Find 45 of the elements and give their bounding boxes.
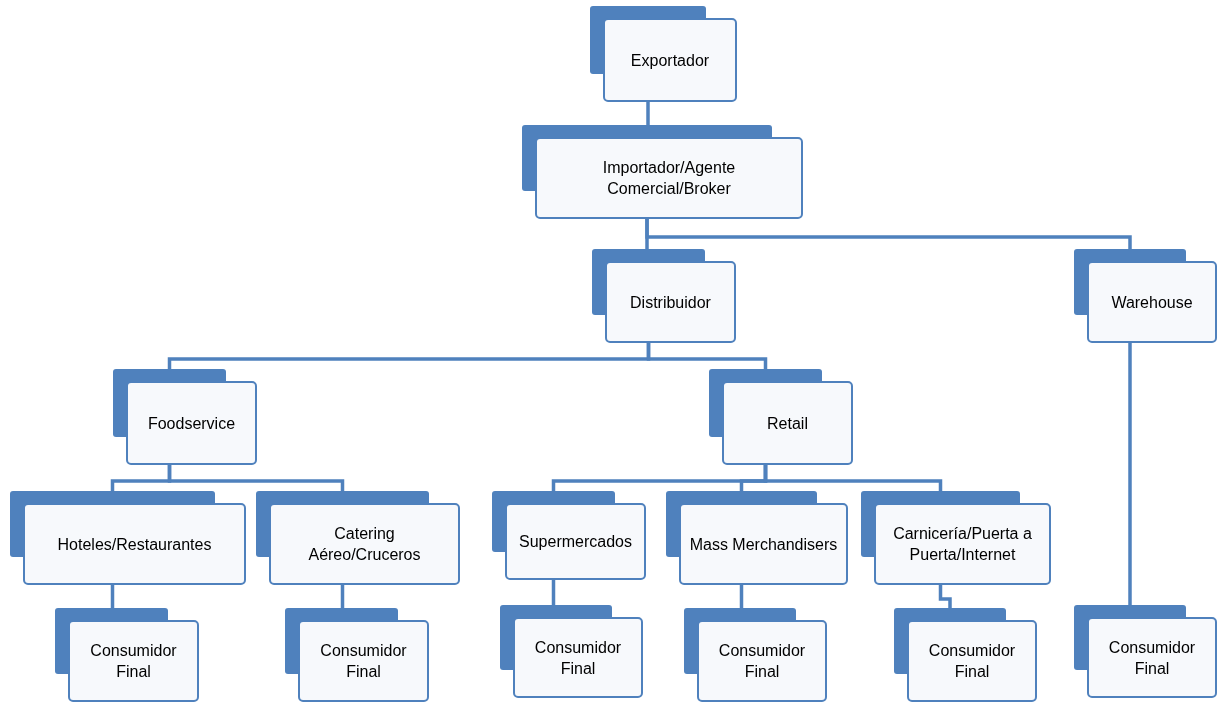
- connector-line: [340, 585, 345, 608]
- connector-line: [739, 585, 744, 608]
- node-box: [603, 18, 737, 102]
- connector-line: [110, 585, 115, 608]
- node-label: Exportador: [630, 50, 710, 71]
- connector-line: [763, 465, 943, 491]
- node-label: Importador/Agente Comercial/Broker: [601, 158, 737, 199]
- node-label: Warehouse: [1111, 292, 1193, 313]
- connector-line: [646, 343, 768, 369]
- node-box: [874, 503, 1051, 585]
- node-label: Hoteles/Restaurantes: [57, 534, 212, 555]
- node-label: Catering Aéreo/Cruceros: [307, 524, 422, 565]
- node-box: [269, 503, 460, 585]
- node-box: [535, 137, 803, 219]
- node-label: Consumidor Final: [533, 637, 623, 679]
- node-box: [505, 503, 646, 580]
- node-box: [907, 620, 1037, 702]
- node-box: [1087, 261, 1217, 343]
- node-label: Distribuidor: [630, 292, 711, 313]
- node-box: [68, 620, 199, 702]
- node-box: [126, 381, 257, 465]
- node-label: Consumidor Final: [927, 641, 1017, 682]
- node-label: Carnicería/Puerta a Puerta/Internet: [892, 524, 1033, 565]
- node-label: Consumidor Final: [89, 641, 178, 682]
- node-box: [722, 381, 853, 465]
- node-box: [513, 617, 643, 698]
- node-box: [679, 503, 848, 585]
- node-box: [23, 503, 246, 585]
- node-label: Consumidor Final: [717, 641, 807, 682]
- node-label: Supermercados: [519, 532, 632, 552]
- node-box: [1087, 617, 1217, 698]
- node-box: [298, 620, 429, 702]
- connector-line: [646, 102, 650, 125]
- connector-line: [167, 465, 345, 491]
- node-label: Consumidor Final: [1107, 637, 1197, 679]
- connector-line: [645, 219, 1132, 249]
- node-box: [605, 261, 736, 343]
- connector-line: [1128, 343, 1132, 605]
- node-label: Retail: [767, 413, 808, 434]
- node-label: Mass Merchandisers: [689, 534, 838, 555]
- node-label: Consumidor Final: [319, 641, 408, 682]
- node-box: [697, 620, 827, 702]
- node-label: Foodservice: [147, 413, 236, 434]
- connector-line: [938, 585, 952, 608]
- connector-line: [551, 580, 556, 605]
